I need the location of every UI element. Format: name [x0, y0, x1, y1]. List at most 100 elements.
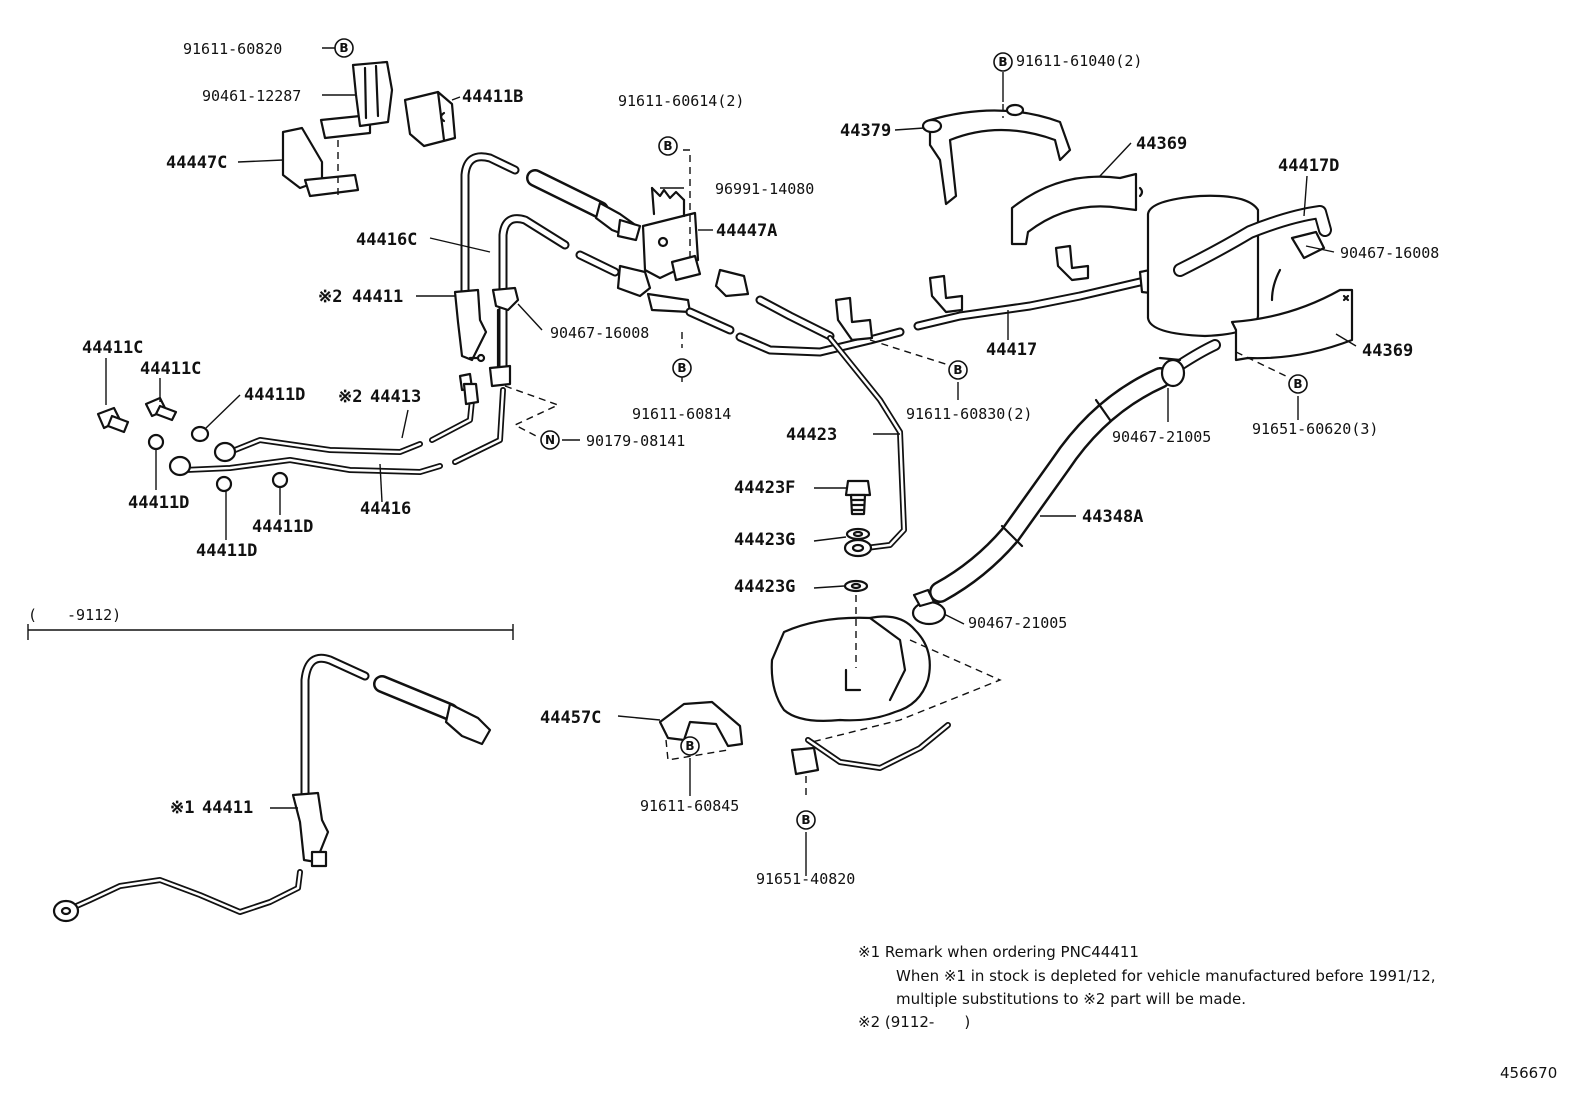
pipe-44423-drawing: [827, 335, 907, 558]
label-44416c: 44416C: [356, 230, 417, 250]
pipe-44413-drawing: [227, 382, 480, 455]
label-91651-40820: 91651-40820: [756, 870, 855, 888]
label-44413: 44413: [370, 387, 421, 407]
footnote-line-4: ※2 (9112- ): [858, 1013, 970, 1031]
label-44369-top: 44369: [1136, 134, 1187, 154]
footnote-line-3: multiple substitutions to ※2 part will b…: [896, 990, 1246, 1008]
bolt-44423f-drawing: [844, 479, 872, 516]
label-44423: 44423: [786, 425, 837, 445]
bracket-44379-drawing: [921, 103, 1072, 206]
svg-text:B: B: [677, 361, 686, 375]
svg-text:B: B: [685, 739, 694, 753]
pipe-44416-drawing: [168, 387, 506, 477]
label-44411c-b: 44411C: [140, 359, 201, 379]
period-bracket-label: ( -9112): [28, 606, 121, 624]
label-91611-60845: 91611-60845: [640, 797, 739, 815]
bolt-44411c-b-drawing: [144, 396, 178, 422]
badge-b-91611-60845: B: [680, 736, 700, 756]
period-bracket-line: [27, 624, 514, 640]
clamp-90467-21005-bottom-drawing: [911, 588, 947, 626]
label-44417d: 44417D: [1278, 156, 1339, 176]
label-44447c: 44447C: [166, 153, 227, 173]
label-91651-60620: 91651-60620(3): [1252, 420, 1378, 438]
svg-text:B: B: [953, 363, 962, 377]
mark-ref1-44411: ※1: [170, 798, 194, 818]
svg-text:B: B: [1293, 377, 1302, 391]
mark-ref2-44413: ※2: [338, 387, 362, 407]
label-90179-08141: 90179-08141: [586, 432, 685, 450]
fuel-tank-drawing: [770, 615, 951, 776]
washer-44423g-upper-drawing: [845, 527, 871, 541]
clip-96991-14080-drawing: [650, 186, 686, 218]
svg-text:B: B: [663, 139, 672, 153]
label-44417: 44417: [986, 340, 1037, 360]
label-44348a: 44348A: [1082, 507, 1143, 527]
bolt-44411c-a-drawing: [96, 406, 130, 434]
svg-text:B: B: [998, 55, 1007, 69]
label-90467-16008-right: 90467-16008: [1340, 244, 1439, 262]
bracket-44457c-drawing: [658, 700, 744, 748]
label-90467-21005-top: 90467-21005: [1112, 428, 1211, 446]
label-91611-60820: 91611-60820: [183, 40, 282, 58]
pipe-44417-drawing: [685, 244, 1172, 357]
label-44423f: 44423F: [734, 478, 795, 498]
svg-text:N: N: [545, 433, 555, 447]
label-44411-ref2: 44411: [352, 287, 403, 307]
badge-b-91611-60820: B: [334, 38, 354, 58]
label-90467-21005-bottom: 90467-21005: [968, 614, 1067, 632]
band-44369-bottom-drawing: [1230, 288, 1354, 362]
label-44411d-c: 44411D: [196, 541, 257, 561]
badge-b-91651-60620: B: [1288, 374, 1308, 394]
rubber-44411b-drawing: [403, 90, 457, 148]
badge-b-91611-60614: B: [658, 136, 678, 156]
label-96991-14080: 96991-14080: [715, 180, 814, 198]
badge-b-91611-60830: B: [948, 360, 968, 380]
label-44457c: 44457C: [540, 708, 601, 728]
svg-text:B: B: [339, 41, 348, 55]
mark-ref2-44411: ※2: [318, 287, 342, 307]
canister-drawing: [1146, 194, 1332, 338]
band-44369-top-drawing: [1010, 172, 1144, 246]
label-44411d-d: 44411D: [252, 517, 313, 537]
label-44416: 44416: [360, 499, 411, 519]
pipe-joint-drawing: [646, 268, 750, 314]
sensor-44411-drawing: [453, 288, 488, 392]
label-44411d-a: 44411D: [244, 385, 305, 405]
dashed-assembly-lines: [337, 104, 1291, 800]
label-44411-ref1: 44411: [202, 798, 253, 818]
label-44369-bottom: 44369: [1362, 341, 1413, 361]
label-91611-61040: 91611-61040(2): [1016, 52, 1142, 70]
clip-90467-16008-mid-drawing: [488, 286, 520, 388]
label-44423g-lower: 44423G: [734, 577, 795, 597]
pipe-44416c-drawing: [498, 214, 652, 377]
badge-b-91651-40820: B: [796, 810, 816, 830]
clamp-90461-12287-drawing: [351, 60, 394, 128]
label-44411b: 44411B: [462, 87, 523, 107]
clamp-90467-21005-top-drawing: [1158, 356, 1186, 388]
label-91611-60614: 91611-60614(2): [618, 92, 744, 110]
bracket-44447c-drawing: [281, 113, 372, 198]
label-91611-60814: 91611-60814: [632, 405, 731, 423]
footnote-line-1: ※1 Remark when ordering PNC44411: [858, 943, 1139, 961]
gasket-44411d-drawing: [147, 425, 289, 493]
svg-text:B: B: [801, 813, 810, 827]
upper-exhaust-pipe-drawing: [460, 152, 642, 297]
label-90467-16008-mid: 90467-16008: [550, 324, 649, 342]
label-44423g-upper: 44423G: [734, 530, 795, 550]
footnote-line-2: When ※1 in stock is depleted for vehicle…: [896, 967, 1436, 985]
label-44411c-a: 44411C: [82, 338, 143, 358]
hose-44348a-drawing: [929, 339, 1221, 603]
label-44411d-b: 44411D: [128, 493, 189, 513]
washer-44423g-lower-drawing: [843, 579, 869, 593]
bracket-44447a-drawing: [641, 211, 702, 282]
badge-b-91611-60814: B: [672, 358, 692, 378]
label-44447a: 44447A: [716, 221, 777, 241]
label-44379: 44379: [840, 121, 891, 141]
badge-n-90179-08141: N: [540, 430, 560, 450]
label-90461-12287: 90461-12287: [202, 87, 301, 105]
earlier-sensor-assembly-drawing: [52, 653, 492, 923]
illustration-number: 456670: [1500, 1064, 1557, 1082]
label-91611-60830: 91611-60830(2): [906, 405, 1032, 423]
badge-b-91611-61040: B: [993, 52, 1013, 72]
